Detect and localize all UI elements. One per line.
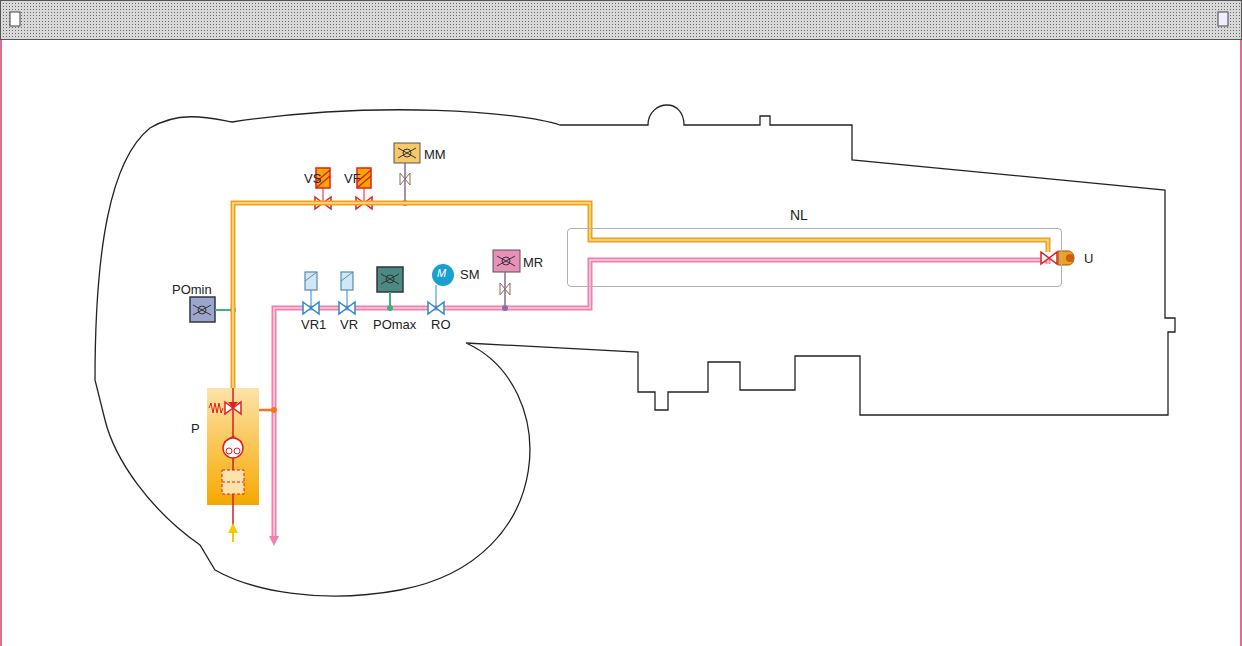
pressure-switch-max bbox=[377, 267, 403, 292]
part-label: MR bbox=[523, 256, 543, 269]
nozzle-valve bbox=[1041, 252, 1057, 264]
part-label: POmin bbox=[172, 283, 212, 296]
node-label: NL bbox=[790, 208, 808, 222]
return-pipe bbox=[269, 260, 1048, 546]
part-label: POmax bbox=[373, 318, 416, 331]
part-label: RO bbox=[431, 318, 451, 331]
gauge-mr bbox=[493, 250, 520, 272]
node-label: M bbox=[437, 268, 446, 279]
supply-pipe bbox=[590, 228, 1048, 252]
part-label: VR bbox=[340, 318, 358, 331]
burner-nozzle bbox=[1058, 251, 1074, 265]
gauge-mm bbox=[394, 143, 420, 163]
pressure-switch-min bbox=[190, 297, 215, 322]
hull-outline bbox=[95, 105, 1175, 596]
supply-pipe bbox=[233, 203, 590, 388]
part-label: VR1 bbox=[301, 318, 326, 331]
part-label: VS bbox=[304, 172, 321, 185]
servo-motor: MSM bbox=[432, 264, 454, 286]
node-label: P bbox=[191, 422, 200, 435]
node-label: SM bbox=[460, 268, 480, 281]
pump-symbols bbox=[207, 388, 259, 505]
part-label: VF bbox=[344, 172, 361, 185]
nacelle-band: NL bbox=[567, 228, 1062, 287]
part-label: U bbox=[1084, 252, 1093, 265]
part-label: MM bbox=[424, 148, 446, 161]
title-bar bbox=[0, 0, 1242, 40]
pump-unit: P bbox=[207, 388, 259, 505]
